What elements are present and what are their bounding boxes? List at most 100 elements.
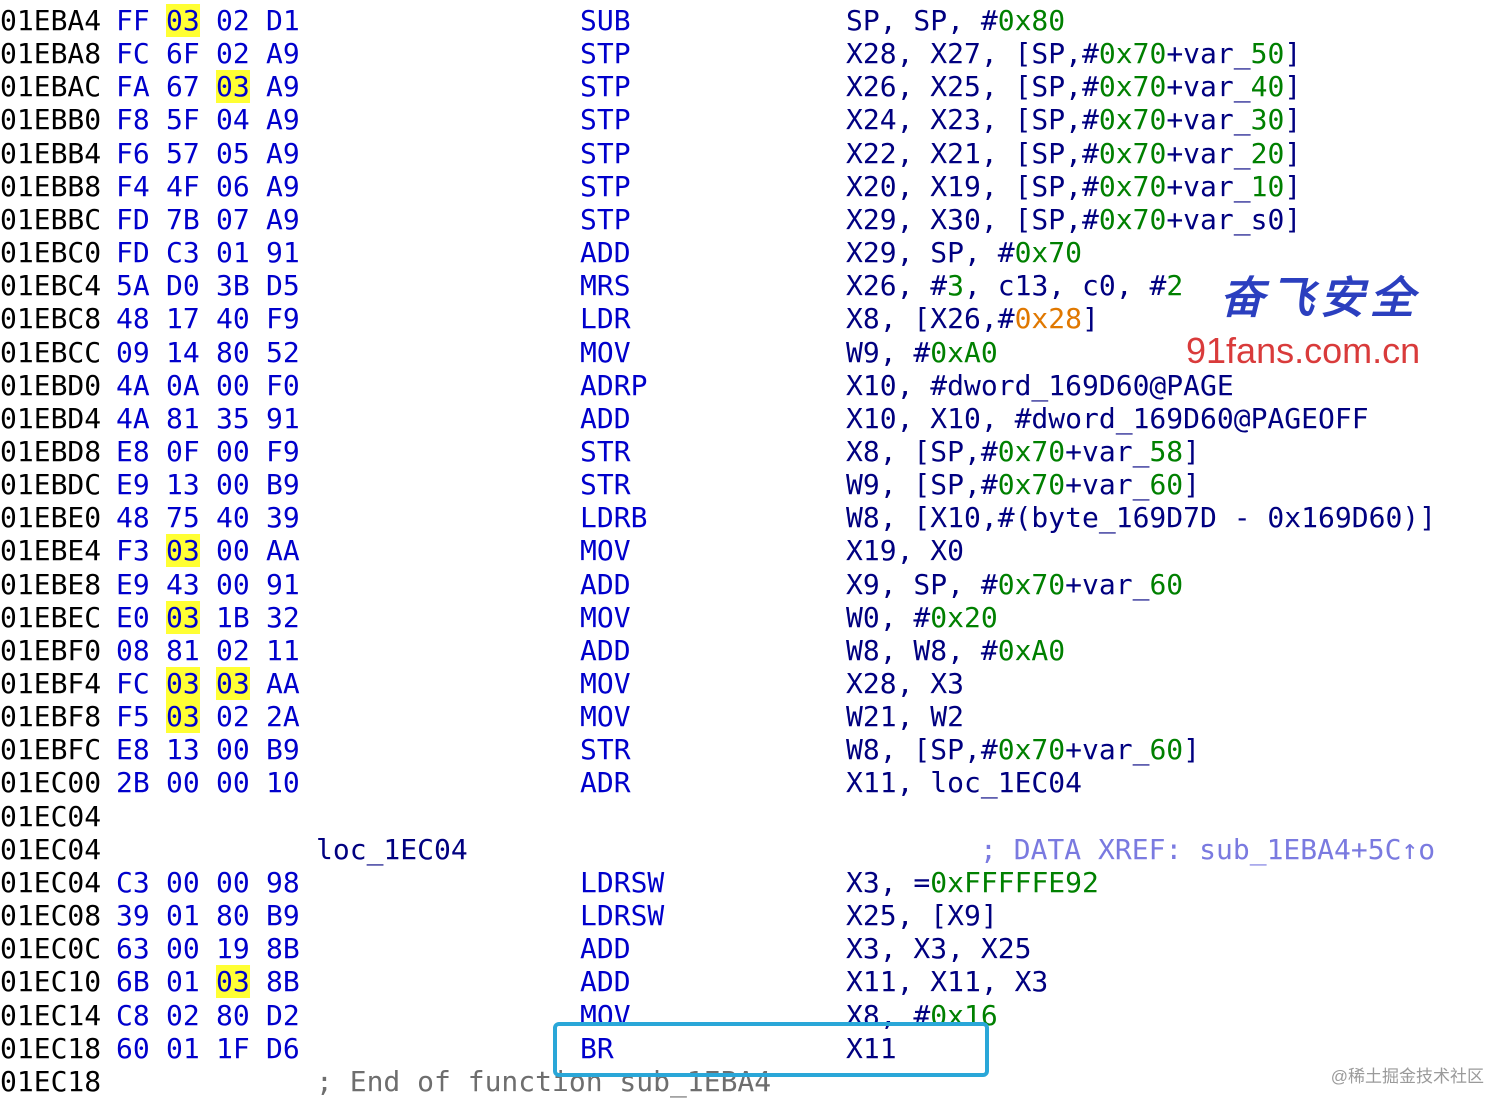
operand-part: 10 [1250,169,1285,203]
address: 01EBA4 [0,4,102,37]
operand-part: X19, X0 [846,534,965,568]
address: 01EC04 [0,865,102,899]
opcode-byte: 40 [216,501,250,535]
operands: X3, =0xFFFFFE92 [846,866,1099,899]
operand-part: X9, SP, # [846,567,998,601]
opcode-byte: 11 [266,633,300,667]
opcode-byte: D1 [266,4,300,37]
opcode-byte: E9 [116,567,150,601]
opcode-byte: F8 [116,103,150,137]
operands: X8, #0x16 [846,999,998,1032]
opcode-byte: F3 [116,534,150,568]
operand-part: 0x70 [1098,136,1167,170]
address: 01EC04 [0,832,102,866]
address: 01EC14 [0,998,102,1032]
address: 01EC10 [0,965,102,999]
opcode-byte: 00 [216,468,250,502]
opcode-byte: 6B [116,965,150,999]
opcode-byte: FF [116,4,150,37]
operand-part: W9, # [846,335,931,369]
opcode-byte: 00 [216,368,250,402]
operand-part: 60 [1149,567,1184,601]
opcode-byte: F6 [116,136,150,170]
code-line[interactable]: 01EC04 [0,800,1512,833]
operands: X28, X3 [846,667,964,700]
mnemonic: ADD [580,236,631,270]
operand-part: 0x20 [930,600,998,634]
address: 01EBFC [0,733,102,767]
mnemonic: ADD [580,932,631,966]
address: 01EBC8 [0,302,102,336]
code-line[interactable]: 01EC18; End of function sub_1EBA4 [0,1065,1512,1098]
mnemonic: STP [580,103,631,137]
operand-part: 30 [1250,103,1285,137]
mnemonic: STP [580,136,631,170]
opcode-byte: FC [116,37,150,71]
operand-part: X25, [X9] [846,899,998,933]
opcode-byte: 01 [166,899,200,933]
operand-part: 58 [1149,434,1184,468]
opcode-byte: 07 [216,202,250,236]
operand-part: 0x70 [997,468,1066,502]
opcode-byte: 06 [216,169,250,203]
operand-part: ] [1284,103,1302,137]
operands: X9, SP, #0x70+var_60 [846,568,1183,601]
opcode-byte: E8 [116,434,150,468]
operand-part: 60 [1149,733,1184,767]
opcode-byte: C3 [166,236,200,270]
operand-part: ] [1284,70,1302,104]
opcode-byte: 13 [166,733,200,767]
opcode-byte: 91 [266,567,300,601]
opcode-byte: 01 [166,965,200,999]
address: 01EBCC [0,335,102,369]
mnemonic: MOV [580,998,631,1032]
opcode-byte: 02 [166,998,200,1032]
opcode-byte: 7B [166,202,200,236]
operand-part: X28, X3 [846,667,965,700]
opcode-byte: 40 [216,302,250,336]
opcode-byte: FC [116,667,150,700]
opcode-byte: 91 [266,236,300,270]
address: 01EBDC [0,468,102,502]
mnemonic: STR [580,733,631,767]
opcode-byte: 00 [216,766,250,800]
opcode-byte: 80 [216,899,250,933]
mnemonic: MOV [580,600,631,634]
opcode-byte: 03 [216,965,250,999]
opcode-byte: 80 [216,335,250,369]
operand-part: 20 [1250,136,1285,170]
operands: X19, X0 [846,534,964,567]
